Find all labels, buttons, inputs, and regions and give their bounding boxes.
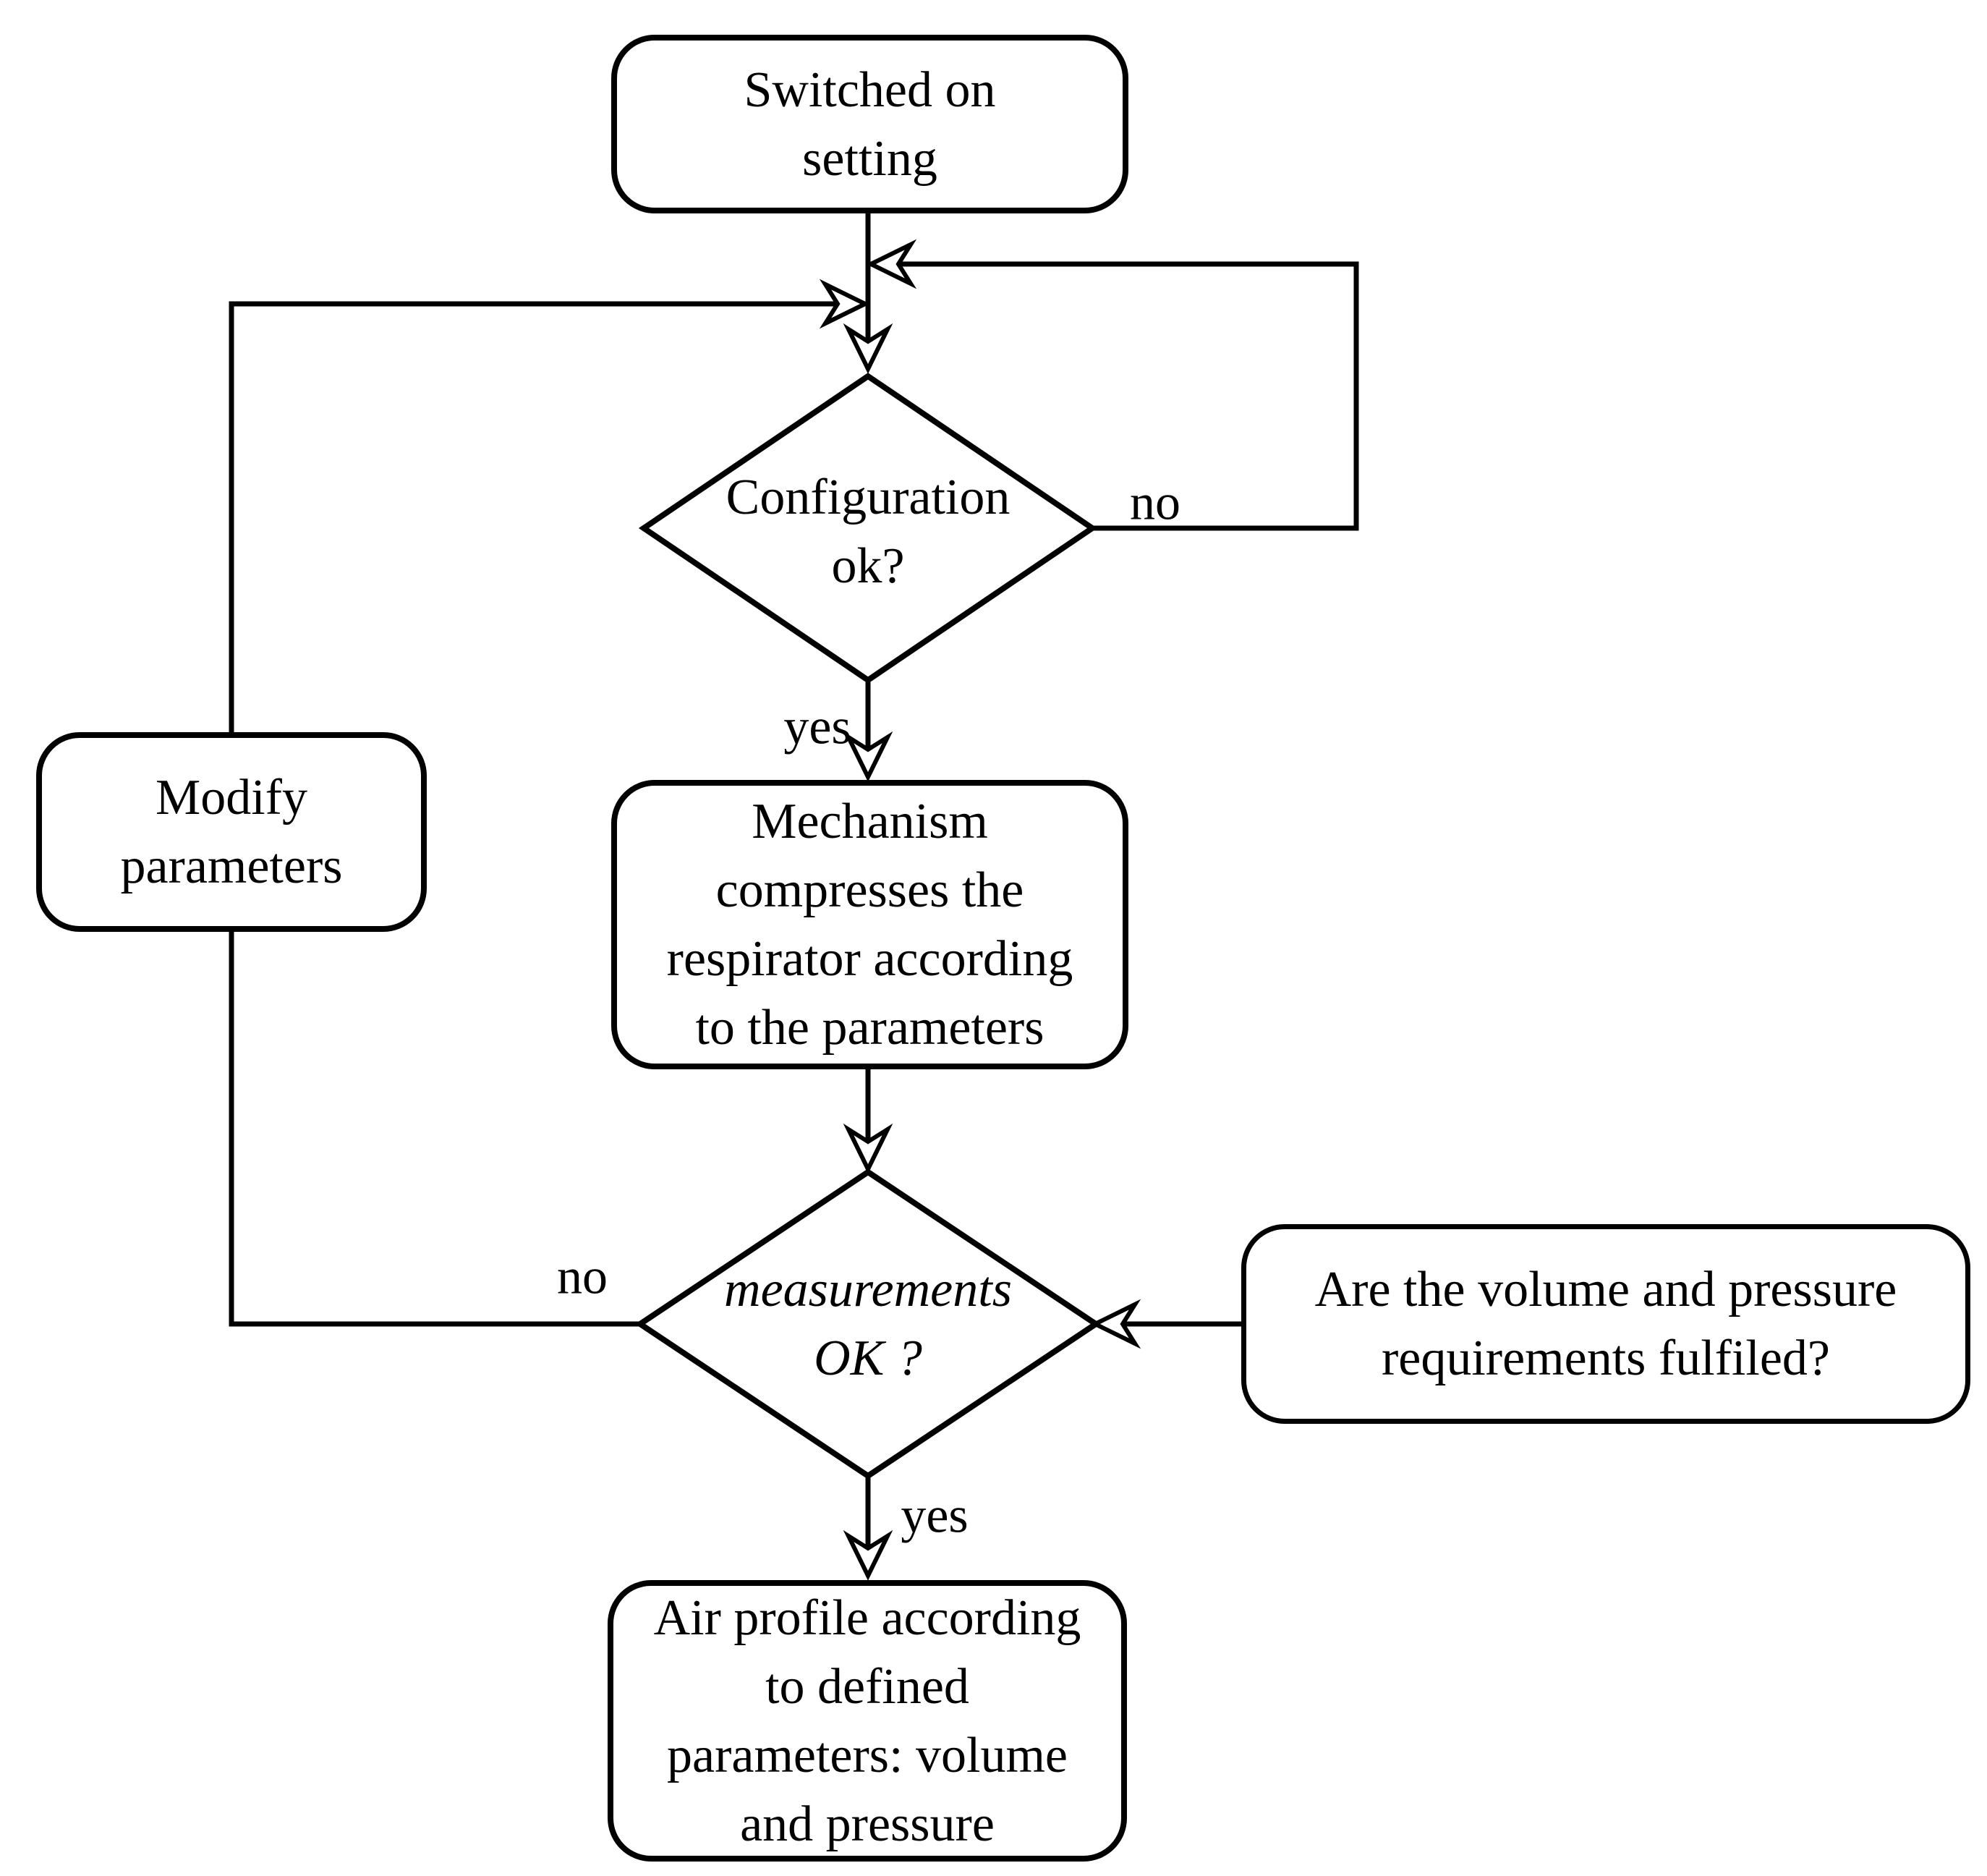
node-mechanism: Mechanism compresses the respirator acco…	[611, 780, 1128, 1069]
node-mechanism-label: Mechanism compresses the respirator acco…	[666, 794, 1073, 1056]
node-measurements-label: measurements OK ?	[724, 1262, 1012, 1386]
node-modify-parameters-label: Modify parameters	[120, 770, 343, 894]
node-requirements: Are the volume and pressure requirements…	[1241, 1224, 1970, 1424]
edge-label-measurements-no: no	[557, 1249, 608, 1305]
node-configuration-diamond	[638, 373, 1098, 684]
node-air-profile: Air profile according to defined paramet…	[608, 1580, 1127, 1862]
edge-label-configuration-yes: yes	[783, 699, 851, 755]
node-air-profile-label: Air profile according to defined paramet…	[653, 1589, 1081, 1852]
edge-label-configuration-no: no	[1130, 475, 1180, 531]
node-measurements-diamond	[634, 1168, 1102, 1480]
node-switched-on-label: Switched on setting	[744, 61, 996, 187]
node-configuration-label: Configuration ok?	[726, 470, 1010, 594]
node-modify-parameters: Modify parameters	[36, 732, 427, 932]
edge-configuration-no-loop	[871, 261, 1359, 531]
edge-label-measurements-yes: yes	[901, 1487, 969, 1544]
node-switched-on: Switched on setting	[611, 35, 1128, 213]
node-requirements-label: Are the volume and pressure requirements…	[1314, 1262, 1897, 1386]
